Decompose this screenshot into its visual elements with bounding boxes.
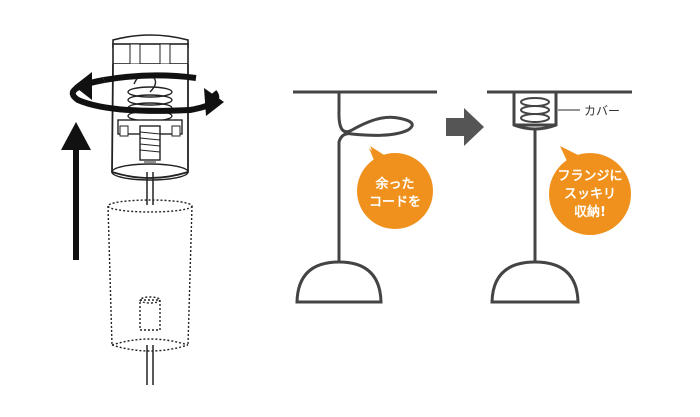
right-bubble: フランジに スッキリ 収納! (549, 146, 631, 235)
rotation-arrow (69, 72, 224, 116)
dotted-lamp-shade (107, 199, 193, 352)
right-bubble-line3: 収納! (574, 204, 606, 220)
left-bubble-line2: コードを (369, 195, 421, 210)
flange-spring (520, 97, 550, 123)
right-bubble-line2: スッキリ (564, 187, 616, 202)
after-diagram (487, 90, 632, 304)
cover-label: カバー (584, 104, 620, 118)
right-bubble-line1: フランジに (557, 169, 622, 184)
left-bubble-line1: 余った (374, 176, 414, 192)
left-bubble: 余った コードを (357, 146, 433, 229)
left-cord (146, 172, 154, 385)
upward-arrow (61, 122, 91, 260)
transition-arrow (446, 108, 484, 146)
canopy-cover-illustration (111, 34, 189, 181)
before-diagram (293, 90, 437, 304)
